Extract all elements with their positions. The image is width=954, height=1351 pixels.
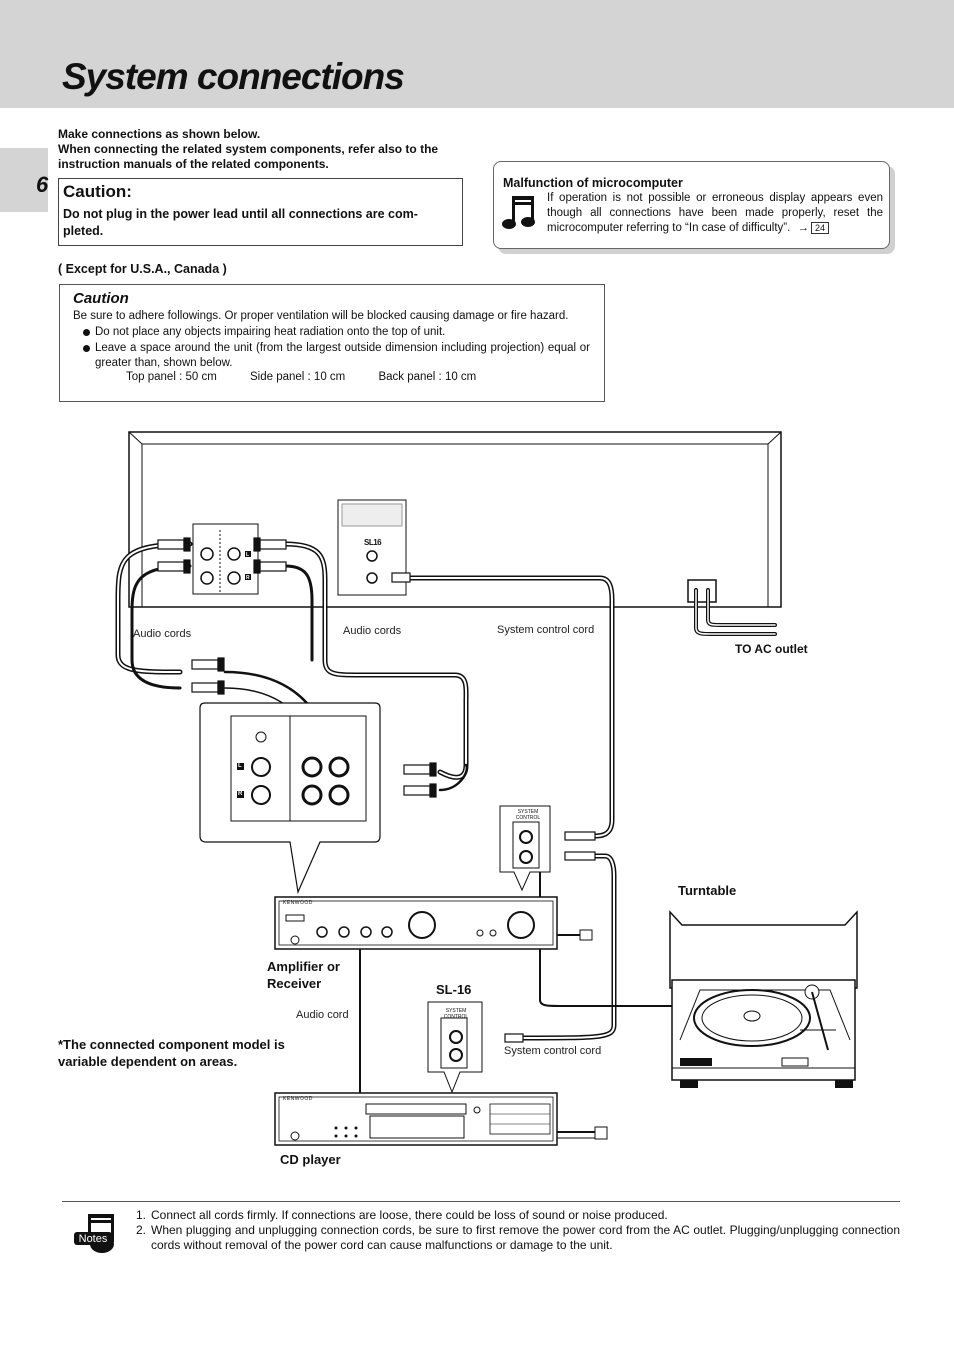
cd-player-label: CD player [280, 1152, 341, 1167]
page-title: System connections [62, 56, 405, 97]
cd-player-front [274, 1092, 608, 1146]
region-note: ( Except for U.S.A., Canada ) [58, 262, 227, 276]
ventilation-caution-box: Caution Be sure to adhere followings. Or… [59, 284, 605, 402]
connection-diagram-drawing [115, 431, 858, 1146]
malfunction-title: Malfunction of microcomputer [503, 176, 683, 190]
page-tab [0, 148, 48, 212]
intro-line: instruction manuals of the related compo… [58, 157, 329, 171]
audio-cords-label-left: Audio cords [133, 628, 192, 640]
intro-line: Make connections as shown below. [58, 127, 261, 141]
notes-icon: Notes [74, 1214, 114, 1253]
main-unit-rear-panel [128, 431, 782, 608]
intro-text: Make connections as shown below. When co… [58, 127, 463, 172]
intro-line: When connecting the related system compo… [58, 142, 439, 156]
caution-box: Caution: Do not plug in the power lead u… [58, 178, 463, 246]
malfunction-body: If operation is not possible or erroneou… [547, 192, 883, 234]
amplifier-front [274, 896, 593, 950]
ventilation-caution-list: Do not place any objects impairing heat … [82, 325, 590, 372]
side-panel-space: Side panel : 10 cm [249, 371, 346, 383]
audio-cords-label-middle: Audio cords [343, 625, 402, 637]
turntable-label: Turntable [678, 883, 737, 898]
list-item: 1.Connect all cords firmly. If connectio… [136, 1208, 668, 1222]
header-band [0, 0, 954, 108]
reference-page: 24 [811, 222, 830, 234]
channel-right-label: R [246, 575, 250, 581]
audio-cord-label: Audio cord [296, 1009, 349, 1021]
space-requirements: Top panel : 50 cm Side panel : 10 cm Bac… [126, 371, 506, 383]
back-panel-space: Back panel : 10 cm [378, 371, 477, 383]
page-reference: →24 [798, 221, 830, 236]
amp-channel-right-label: R [238, 791, 243, 797]
notes-icon-label: Notes [79, 1233, 108, 1245]
rca-plugs [157, 537, 596, 1043]
amplifier-label: Amplifier or Receiver [267, 959, 340, 991]
system-control-jack-label: SYSTEM CONTROL [515, 809, 541, 821]
system-control-cord-label-bottom: System control cord [504, 1045, 602, 1057]
note-text: Connect all cords firmly. If connections… [151, 1208, 668, 1222]
connection-diagram: Audio cords Audio cords System control c… [0, 420, 954, 1200]
turntable-drawing [669, 910, 858, 1088]
sl16-unit [427, 1001, 483, 1094]
component-model-note: *The connected component model is variab… [58, 1037, 285, 1069]
ac-outlet-label: TO AC outlet [735, 642, 808, 656]
list-item: Do not place any objects impairing heat … [82, 325, 590, 341]
page-number: 6 [36, 172, 49, 197]
system-control-cord-label-top: System control cord [497, 624, 595, 636]
music-notes-icon [502, 196, 535, 229]
malfunction-box: Malfunction of microcomputer If operatio… [493, 161, 890, 249]
ventilation-caution-lead: Be sure to adhere followings. Or proper … [73, 310, 569, 322]
notes-divider [62, 1201, 900, 1202]
list-item: Leave a space around the unit (from the … [82, 341, 590, 372]
top-panel-space: Top panel : 50 cm [126, 371, 217, 383]
ventilation-caution-title: Caution [73, 290, 129, 307]
sl16-system-control-jack-label: SYSTEM CONTROL [443, 1008, 469, 1020]
channel-left-label: L [246, 552, 250, 558]
list-item: 2.When plugging and unplugging connectio… [136, 1223, 900, 1252]
amplifier-jack-callout [199, 702, 381, 895]
notes-list: 1.Connect all cords firmly. If connectio… [136, 1208, 900, 1253]
sl16-jack-label: SL16 [364, 538, 382, 547]
cables [115, 541, 777, 1094]
sl16-label: SL-16 [436, 982, 472, 997]
caution-text: Do not plug in the power lead until all … [63, 207, 418, 238]
system-control-panel-upper [499, 805, 551, 892]
caution-title: Caution: [63, 182, 132, 201]
amp-channel-left-label: L [238, 763, 242, 769]
note-text: When plugging and unplugging connection … [151, 1223, 900, 1252]
malfunction-text: If operation is not possible or erroneou… [547, 191, 883, 236]
cd-player-brand-logo: KENWOOD [283, 1096, 313, 1102]
amplifier-brand-logo: KENWOOD [283, 900, 313, 906]
